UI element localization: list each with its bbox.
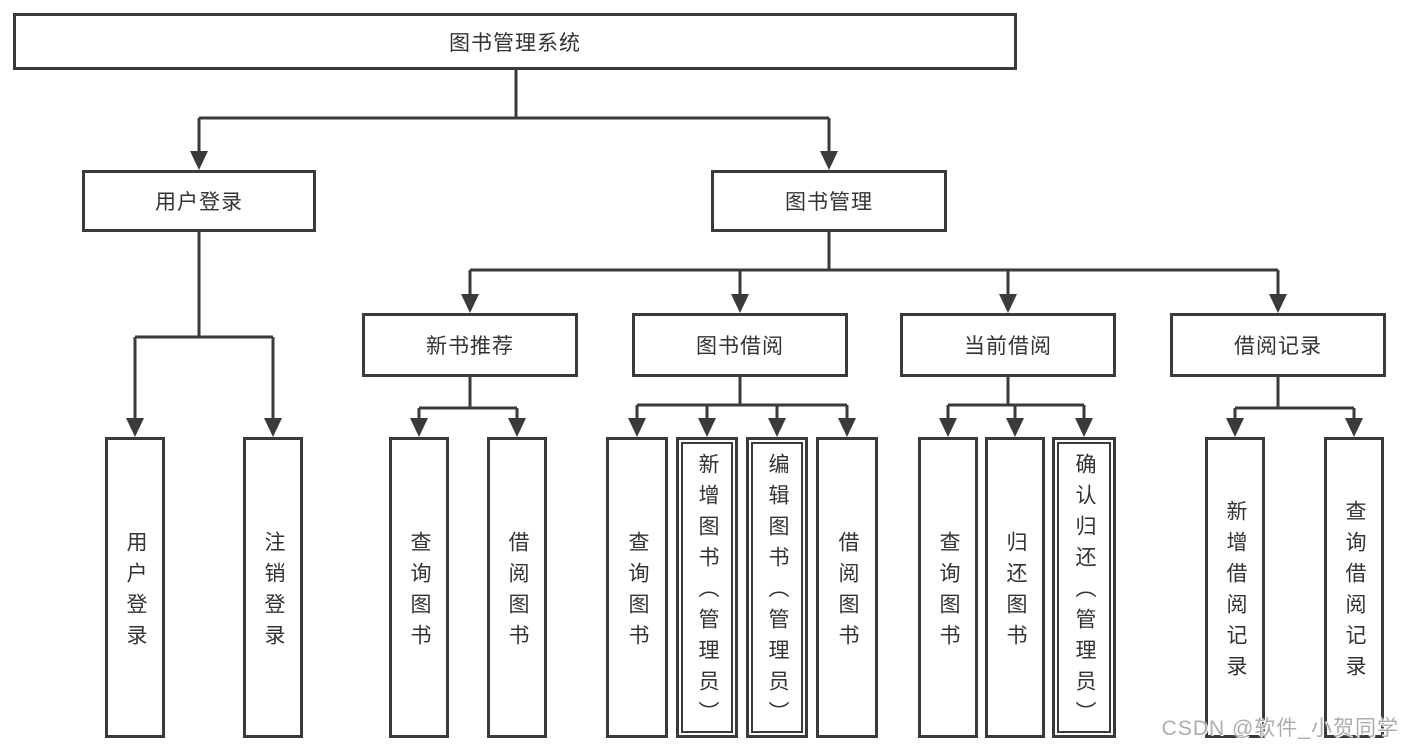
node-leaf-add-book-admin: 新增图书（管理员） (676, 437, 738, 738)
node-book-management: 图书管理 (711, 170, 947, 232)
arrowhead (126, 418, 144, 437)
arrowhead (1269, 294, 1287, 313)
arrowhead (628, 418, 646, 437)
node-label: 编辑图书（管理员） (766, 453, 789, 732)
node-label: 用户登录 (155, 191, 243, 214)
node-label: 新增图书（管理员） (696, 453, 719, 732)
node-label: 新书推荐 (426, 335, 514, 358)
csdn-watermark: CSDN @软件_小贺同学 (1161, 717, 1399, 740)
node-leaf-query-borrow-record: 查询借阅记录 (1324, 437, 1384, 738)
node-leaf-query-book-2: 查询图书 (606, 437, 668, 738)
node-label: 图书管理 (785, 191, 873, 214)
arrowhead (1075, 418, 1093, 437)
node-leaf-borrow-book-2: 借阅图书 (816, 437, 878, 738)
arrowhead (838, 418, 856, 437)
node-library-system: 图书管理系统 (13, 13, 1017, 70)
node-label: 借阅记录 (1234, 335, 1322, 358)
arrowhead (999, 294, 1017, 313)
node-label: 查询图书 (408, 530, 431, 655)
node-leaf-query-book-1: 查询图书 (389, 437, 449, 738)
node-leaf-query-book-3: 查询图书 (918, 437, 978, 738)
node-leaf-confirm-return-admin: 确认归还（管理员） (1052, 437, 1116, 738)
node-label: 借阅图书 (836, 530, 859, 655)
arrowhead (1006, 418, 1024, 437)
node-leaf-edit-book-admin: 编辑图书（管理员） (746, 437, 808, 738)
node-new-book-recommend: 新书推荐 (362, 313, 578, 377)
node-book-borrow: 图书借阅 (632, 313, 848, 377)
arrowhead (731, 294, 749, 313)
node-label: 图书管理系统 (449, 31, 581, 55)
arrowhead (939, 418, 957, 437)
node-label: 归还图书 (1004, 530, 1027, 655)
node-leaf-user-login: 用户登录 (105, 437, 165, 738)
node-label: 查询图书 (626, 530, 649, 655)
node-label: 图书借阅 (696, 335, 784, 358)
node-label: 新增借阅记录 (1224, 499, 1247, 686)
node-leaf-borrow-book-1: 借阅图书 (487, 437, 547, 738)
arrowhead (1226, 418, 1244, 437)
arrowhead (820, 151, 838, 170)
arrowhead (698, 418, 716, 437)
node-label: 查询图书 (937, 530, 960, 655)
node-label: 查询借阅记录 (1343, 499, 1366, 686)
node-label: 注销登录 (262, 530, 285, 655)
node-leaf-return-book: 归还图书 (985, 437, 1045, 738)
arrowhead (461, 294, 479, 313)
node-leaf-add-borrow-record: 新增借阅记录 (1205, 437, 1265, 738)
arrowhead (768, 418, 786, 437)
arrowhead (508, 418, 526, 437)
node-label: 当前借阅 (964, 335, 1052, 358)
arrowhead (264, 418, 282, 437)
node-current-borrow: 当前借阅 (900, 313, 1116, 377)
arrowhead (410, 418, 428, 437)
node-label: 借阅图书 (506, 530, 529, 655)
tree-edges (133, 70, 1356, 421)
arrowhead (1345, 418, 1363, 437)
node-leaf-logout: 注销登录 (243, 437, 303, 738)
node-user-login: 用户登录 (82, 170, 316, 232)
arrowhead (190, 151, 208, 170)
node-borrow-record: 借阅记录 (1170, 313, 1386, 377)
node-label: 确认归还（管理员） (1073, 453, 1096, 732)
node-label: 用户登录 (124, 530, 147, 655)
